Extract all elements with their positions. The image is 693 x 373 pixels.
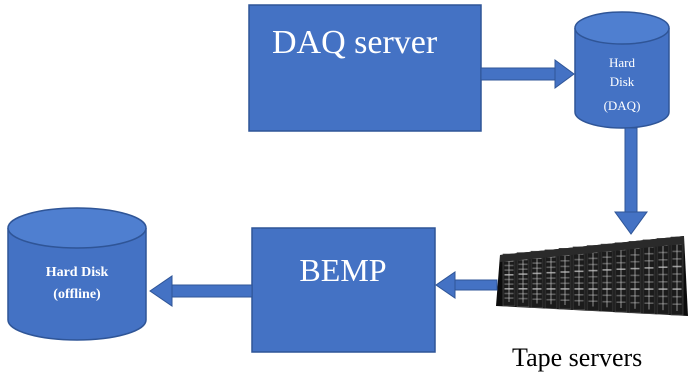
daq-server-node: DAQ server bbox=[248, 4, 482, 132]
server-rack-handle bbox=[662, 242, 664, 311]
hard-disk-daq-label-line3: (DAQ) bbox=[604, 98, 641, 113]
server-rack-handle bbox=[620, 246, 622, 308]
server-rack-handle bbox=[550, 253, 552, 305]
hard-disk-daq-label-line1: Hard bbox=[609, 55, 635, 70]
server-rack-handle bbox=[648, 243, 650, 310]
server-rack-handle bbox=[536, 255, 538, 304]
bemp-label: BEMP bbox=[299, 252, 386, 288]
server-rack-handle bbox=[508, 258, 510, 302]
bemp-node: BEMP bbox=[251, 227, 436, 353]
arrow-tape-to-bemp bbox=[435, 271, 498, 299]
arrow-disk-to-tape bbox=[614, 127, 648, 235]
daq-server-label: DAQ server bbox=[272, 24, 438, 61]
hard-disk-offline-label-line2: (offline) bbox=[53, 287, 101, 302]
arrow-bemp-to-offline-disk bbox=[149, 275, 253, 307]
hard-disk-offline-node: Hard Disk (offline) bbox=[7, 207, 147, 341]
server-rack-handle bbox=[592, 249, 594, 307]
server-rack-handle bbox=[606, 248, 608, 308]
hard-disk-daq-label-line2: Disk bbox=[610, 74, 635, 89]
tape-servers-caption: Tape servers bbox=[512, 343, 642, 372]
tape-servers-image bbox=[496, 236, 688, 316]
server-rack-handle bbox=[564, 252, 566, 305]
hard-disk-offline-label-line1: Hard Disk bbox=[46, 265, 109, 280]
server-rack-handle bbox=[578, 250, 580, 306]
server-rack-handle bbox=[634, 245, 636, 309]
server-rack-handle bbox=[522, 256, 524, 303]
arrow-daq-to-disk bbox=[480, 59, 575, 89]
server-rack-handle bbox=[676, 241, 678, 311]
hard-disk-daq-node: Hard Disk (DAQ) bbox=[574, 11, 670, 129]
